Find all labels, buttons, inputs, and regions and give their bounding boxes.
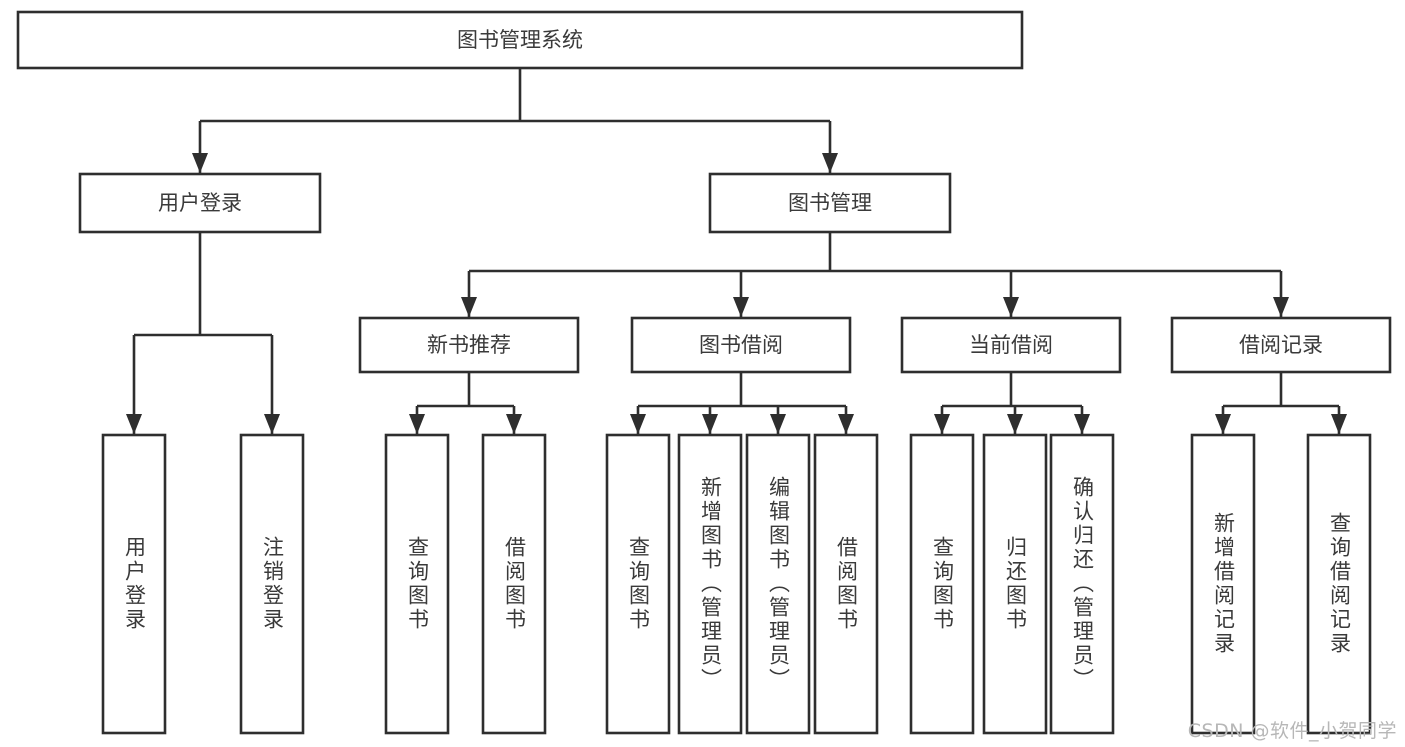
arrow-head-icon xyxy=(126,414,142,434)
node-root-book-management-system[interactable] xyxy=(16,10,1024,70)
node-box-layer xyxy=(16,10,1392,735)
arrow-head-icon xyxy=(630,414,646,434)
node-leaf-query-record[interactable] xyxy=(1306,433,1372,735)
arrow-head-icon xyxy=(1331,414,1347,434)
arrow-head-icon xyxy=(264,414,280,434)
node-current-borrow[interactable] xyxy=(900,316,1122,374)
arrow-head-icon xyxy=(733,297,749,317)
node-current-borrow-label: 当前借阅 xyxy=(969,333,1053,357)
node-leaf-query-book-3[interactable] xyxy=(909,433,975,735)
arrow-head-icon xyxy=(822,153,838,173)
node-new-book-recommend[interactable] xyxy=(358,316,580,374)
node-leaf-confirm-return[interactable] xyxy=(1049,433,1115,735)
node-book-borrow[interactable] xyxy=(630,316,852,374)
arrow-head-icon xyxy=(770,414,786,434)
arrow-head-icon xyxy=(461,297,477,317)
node-user-login-label: 用户登录 xyxy=(158,191,242,215)
node-book-manage[interactable] xyxy=(708,172,952,234)
node-book-manage-label: 图书管理 xyxy=(788,191,872,215)
arrow-head-icon xyxy=(702,414,718,434)
node-leaf-logout[interactable] xyxy=(239,433,305,735)
arrow-head-icon xyxy=(192,153,208,173)
node-leaf-add-record[interactable] xyxy=(1190,433,1256,735)
node-book-borrow-label: 图书借阅 xyxy=(699,333,783,357)
arrow-head-icon xyxy=(934,414,950,434)
arrow-head-icon xyxy=(1215,414,1231,434)
node-leaf-query-book-2[interactable] xyxy=(605,433,671,735)
node-leaf-borrow-book-1[interactable] xyxy=(481,433,547,735)
arrow-head-icon xyxy=(1007,414,1023,434)
node-borrow-record-label: 借阅记录 xyxy=(1239,333,1323,357)
arrow-head-icon xyxy=(838,414,854,434)
arrow-head-icon xyxy=(1003,297,1019,317)
csdn-watermark: CSDN @软件_小贺同学 xyxy=(1187,720,1397,742)
arrow-head-icon xyxy=(409,414,425,434)
arrow-head-icon xyxy=(1273,297,1289,317)
connector-layer xyxy=(126,68,1347,434)
node-user-login[interactable] xyxy=(78,172,322,234)
node-borrow-record[interactable] xyxy=(1170,316,1392,374)
node-leaf-borrow-book-2[interactable] xyxy=(813,433,879,735)
node-leaf-add-book[interactable] xyxy=(677,433,743,735)
arrow-head-icon xyxy=(506,414,522,434)
node-leaf-return-book[interactable] xyxy=(982,433,1048,735)
node-leaf-edit-book[interactable] xyxy=(745,433,811,735)
node-leaf-user-login[interactable] xyxy=(101,433,167,735)
node-leaf-query-book-1[interactable] xyxy=(384,433,450,735)
node-root-label: 图书管理系统 xyxy=(457,28,583,52)
node-new-book-recommend-label: 新书推荐 xyxy=(427,333,511,357)
arrow-head-icon xyxy=(1074,414,1090,434)
